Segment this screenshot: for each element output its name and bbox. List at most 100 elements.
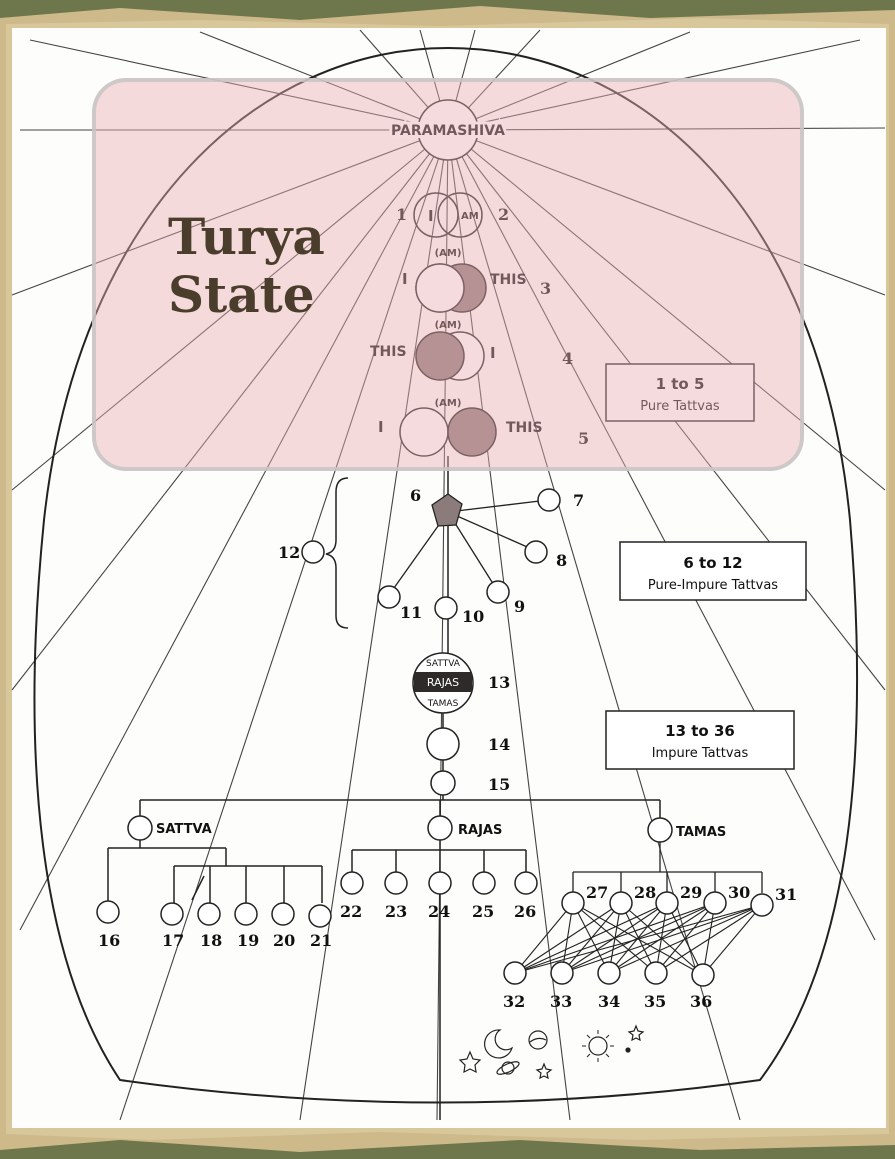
- stage5-circle-this: [447, 407, 497, 457]
- node-15: [430, 770, 456, 796]
- rajas-node: [427, 815, 453, 841]
- node-17: [160, 902, 184, 926]
- num-5: 5: [578, 429, 589, 448]
- node-36: [691, 963, 715, 987]
- turya-state-overlay: [92, 78, 804, 471]
- num-4: 4: [562, 349, 573, 368]
- num-14: 14: [488, 735, 510, 754]
- mesh-line: [561, 902, 716, 974]
- sun-icon: [588, 1036, 608, 1056]
- maya-node: [388, 493, 549, 596]
- mesh-line: [514, 902, 668, 974]
- node-29: [655, 891, 679, 915]
- num-21: 21: [310, 931, 332, 950]
- num-31: 31: [775, 885, 797, 904]
- node-19: [234, 902, 258, 926]
- paramashiva-label: PARAMASHIVA: [391, 123, 505, 139]
- node-12: [301, 540, 325, 564]
- node-8: [524, 540, 548, 564]
- num-36: 36: [690, 992, 712, 1011]
- num-24: 24: [428, 902, 450, 921]
- node-9: [486, 580, 510, 604]
- node-16: [96, 900, 120, 924]
- num-28: 28: [634, 883, 656, 902]
- sattva-label: SATTVA: [156, 822, 212, 837]
- stage1-i-label: I: [428, 207, 434, 225]
- node-10: [434, 596, 458, 620]
- num-26: 26: [514, 902, 536, 921]
- mesh-line: [608, 902, 716, 974]
- tamas-mesh: [514, 902, 763, 976]
- box-pure-subtitle: Pure Tattvas: [640, 399, 720, 414]
- node-31: [750, 893, 774, 917]
- mesh-line: [655, 902, 716, 974]
- num-13: 13: [488, 673, 510, 692]
- node-24: [428, 871, 452, 895]
- box-impure-subtitle: Impure Tattvas: [652, 746, 749, 761]
- num-16: 16: [98, 931, 120, 950]
- num-6: 6: [410, 486, 421, 505]
- node-26: [514, 871, 538, 895]
- num-3: 3: [540, 279, 551, 298]
- box-pure-impure-title: 6 to 12: [683, 554, 742, 572]
- gunas-ball-tamas: TAMAS: [427, 699, 459, 709]
- stage5-this-label: THIS: [506, 420, 543, 436]
- mesh-line: [514, 902, 622, 974]
- moon-icon: [484, 1029, 514, 1059]
- rajas-label: RAJAS: [458, 823, 502, 838]
- num-23: 23: [385, 902, 407, 921]
- box-pure-impure-tattvas: 6 to 12 Pure-Impure Tattvas: [619, 541, 807, 601]
- mesh-line: [655, 904, 763, 974]
- stage1-circle-am: [437, 192, 483, 238]
- stage1-am-label: AM: [461, 211, 479, 222]
- node-14: [426, 727, 460, 761]
- tamas-node: [647, 817, 673, 843]
- num-11: 11: [400, 603, 422, 622]
- box-impure-tattvas: 13 to 36 Impure Tattvas: [605, 710, 795, 770]
- stage3-i-label: I: [402, 270, 408, 288]
- stage1-circle-i: [413, 192, 459, 238]
- node-35: [644, 961, 668, 985]
- stage5-i-label: I: [378, 418, 384, 436]
- turya-state-line1: Turya: [168, 207, 325, 266]
- star-icon: [458, 1050, 482, 1074]
- star-icon: [627, 1024, 645, 1042]
- mesh-line: [514, 902, 716, 974]
- node-28: [609, 891, 633, 915]
- node-7: [537, 488, 561, 512]
- num-8: 8: [556, 551, 567, 570]
- paramashiva-circle: [417, 99, 479, 161]
- mesh-line: [514, 904, 763, 974]
- mesh-line: [561, 904, 763, 974]
- planet-icon: [528, 1030, 548, 1050]
- node-21: [308, 904, 332, 928]
- node-20: [271, 902, 295, 926]
- num-32: 32: [503, 992, 525, 1011]
- tamas-label: TAMAS: [676, 825, 726, 840]
- node-25: [472, 871, 496, 895]
- num-30: 30: [728, 883, 750, 902]
- star-icon: [535, 1062, 553, 1080]
- box-pure-title: 1 to 5: [656, 375, 705, 393]
- stage3-this-label: THIS: [490, 272, 527, 288]
- num-35: 35: [644, 992, 666, 1011]
- saturn-icon: [501, 1061, 515, 1075]
- box-pure-tattvas: 1 to 5 Pure Tattvas: [605, 363, 755, 422]
- node-30: [703, 891, 727, 915]
- mesh-line: [702, 904, 763, 976]
- num-27: 27: [586, 883, 608, 902]
- num-1: 1: [396, 205, 407, 224]
- box-impure-title: 13 to 36: [665, 722, 735, 740]
- brace: [325, 477, 349, 629]
- num-15: 15: [488, 775, 510, 794]
- tamas-subtree: [572, 842, 763, 893]
- mesh-line: [608, 904, 763, 974]
- stage4-this-label: THIS: [370, 344, 407, 360]
- dot-icon: [625, 1047, 631, 1053]
- num-25: 25: [472, 902, 494, 921]
- node-32: [503, 961, 527, 985]
- mesh-line: [514, 902, 574, 974]
- node-34: [597, 961, 621, 985]
- num-18: 18: [200, 931, 222, 950]
